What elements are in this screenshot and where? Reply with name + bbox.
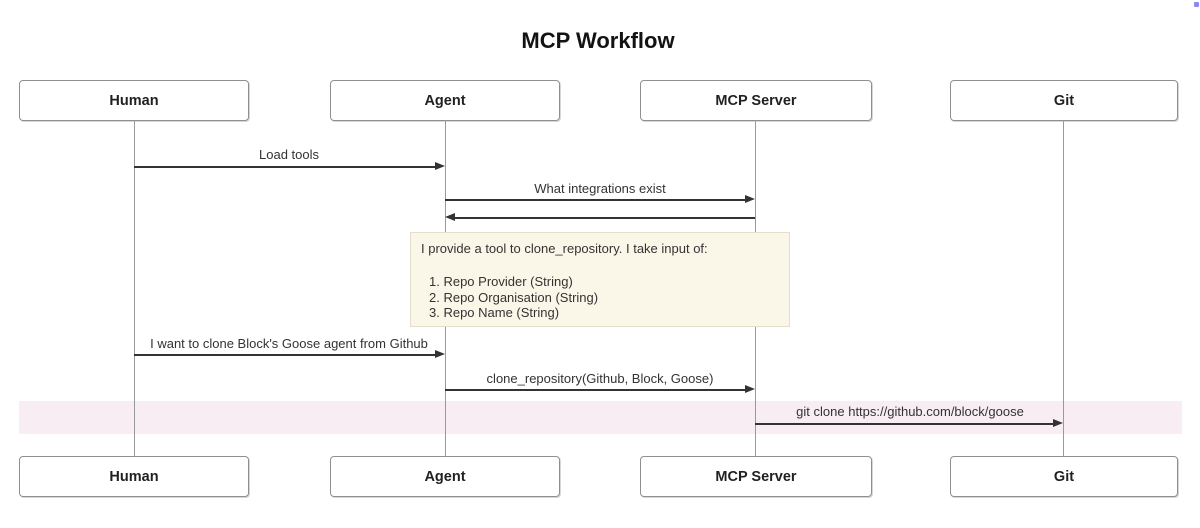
note-items: 1. Repo Provider (String) 2. Repo Organi… — [421, 274, 779, 321]
message-label-clone-request: I want to clone Block's Goose agent from… — [150, 336, 428, 351]
message-label-git-clone: git clone https://github.com/block/goose — [796, 404, 1024, 419]
actor-human-label: Human — [109, 92, 159, 109]
arrowhead-right-icon — [435, 350, 445, 358]
actor-mcp-server-top: MCP Server — [640, 80, 872, 121]
message-line-clone-repository-call — [445, 389, 746, 391]
actor-git-bottom: Git — [950, 456, 1178, 497]
lifeline-git — [1063, 120, 1064, 457]
actor-mcp-server-bottom: MCP Server — [640, 456, 872, 497]
actor-git-top: Git — [950, 80, 1178, 121]
note-item: 1. Repo Provider (String) — [429, 274, 573, 289]
arrowhead-right-icon — [745, 195, 755, 203]
actor-human-top: Human — [19, 80, 249, 121]
actor-mcp-server-label: MCP Server — [715, 468, 797, 485]
arrowhead-left-icon — [445, 213, 455, 221]
actor-git-label: Git — [1053, 92, 1075, 109]
highlight-band — [19, 401, 1182, 434]
lifeline-human — [134, 120, 135, 457]
message-label-load-tools: Load tools — [259, 147, 319, 162]
message-line-what-integrations — [445, 199, 746, 201]
note-clone-repository-tool: I provide a tool to clone_repository. I … — [410, 232, 790, 327]
actor-agent-label: Agent — [424, 92, 466, 109]
actor-agent-top: Agent — [330, 80, 560, 121]
message-label-what-integrations: What integrations exist — [534, 181, 666, 196]
message-label-clone-repository-call: clone_repository(Github, Block, Goose) — [486, 371, 714, 386]
note-item: 3. Repo Name (String) — [429, 305, 560, 320]
actor-mcp-server-label: MCP Server — [715, 92, 797, 109]
arrowhead-right-icon — [745, 385, 755, 393]
message-line-load-tools — [134, 166, 436, 168]
actor-agent-bottom: Agent — [330, 456, 560, 497]
diagram-title: MCP Workflow — [521, 28, 675, 53]
note-intro: I provide a tool to clone_repository. I … — [421, 241, 708, 256]
message-line-git-clone — [755, 423, 1054, 425]
actor-human-bottom: Human — [19, 456, 249, 497]
cursor-dot — [1194, 2, 1199, 7]
actor-git-label: Git — [1053, 468, 1075, 485]
note-item: 2. Repo Organisation (String) — [429, 289, 599, 305]
actor-human-label: Human — [109, 468, 159, 485]
actor-agent-label: Agent — [424, 468, 466, 485]
arrowhead-right-icon — [435, 162, 445, 170]
arrowhead-right-icon — [1053, 419, 1063, 427]
message-line-reply — [454, 217, 755, 219]
message-line-clone-request — [134, 354, 436, 356]
